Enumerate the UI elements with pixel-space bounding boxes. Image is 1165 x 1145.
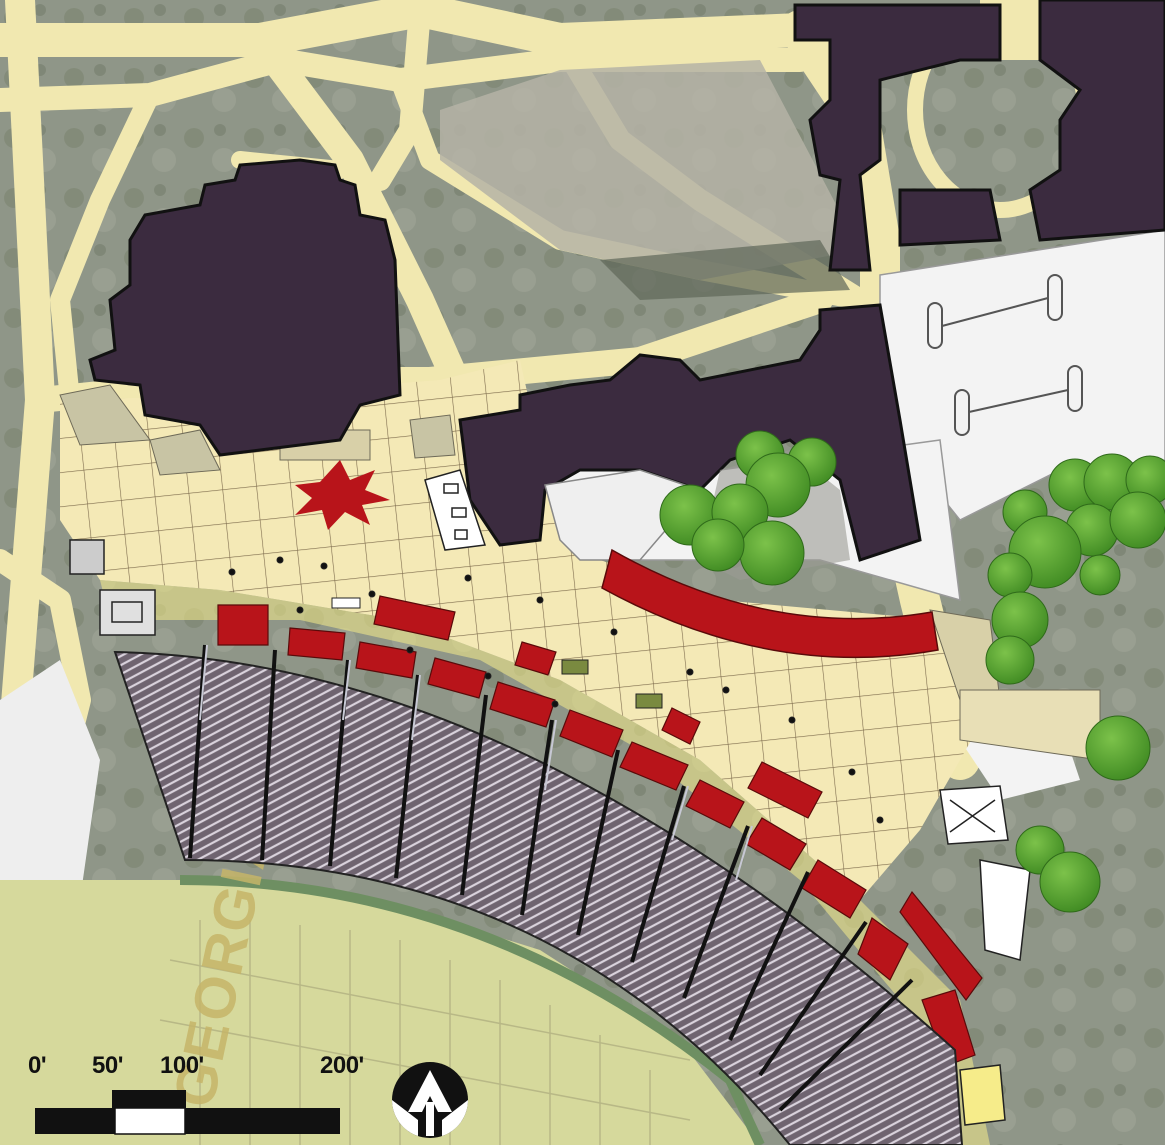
building-north-center-left [793, 3, 1002, 272]
terrace-steps [59, 384, 1101, 761]
east-structure [939, 785, 1031, 1126]
scale-label-0: 0' [28, 1052, 47, 1079]
kiosks [69, 469, 487, 636]
north-arrow-icon [392, 1062, 468, 1138]
curved-red-wall [601, 548, 939, 659]
lawn-shadow [600, 240, 850, 300]
trees [659, 430, 1165, 913]
buildings [88, 0, 1165, 562]
red-planters [217, 595, 983, 1067]
scale-label-100: 100' [160, 1052, 204, 1079]
building-courtyard [544, 469, 702, 561]
parking-islands [927, 274, 1083, 436]
plaza-yellow-edge [100, 580, 990, 1145]
football-field [0, 880, 760, 1145]
scale-label-200: 200' [320, 1052, 364, 1079]
stadium-seating [113, 650, 964, 1145]
building-northeast [1028, 0, 1165, 242]
red-star-fountain [295, 460, 390, 530]
scale-bar [35, 1090, 340, 1135]
building-north-center-right [898, 188, 1002, 247]
field-track [179, 875, 765, 1145]
scale-label-50: 50' [92, 1052, 123, 1079]
building-northwest [88, 158, 402, 457]
plaza-furniture [228, 556, 884, 824]
lawn-area [440, 60, 860, 280]
stadium-aisle-highlights [199, 644, 753, 881]
